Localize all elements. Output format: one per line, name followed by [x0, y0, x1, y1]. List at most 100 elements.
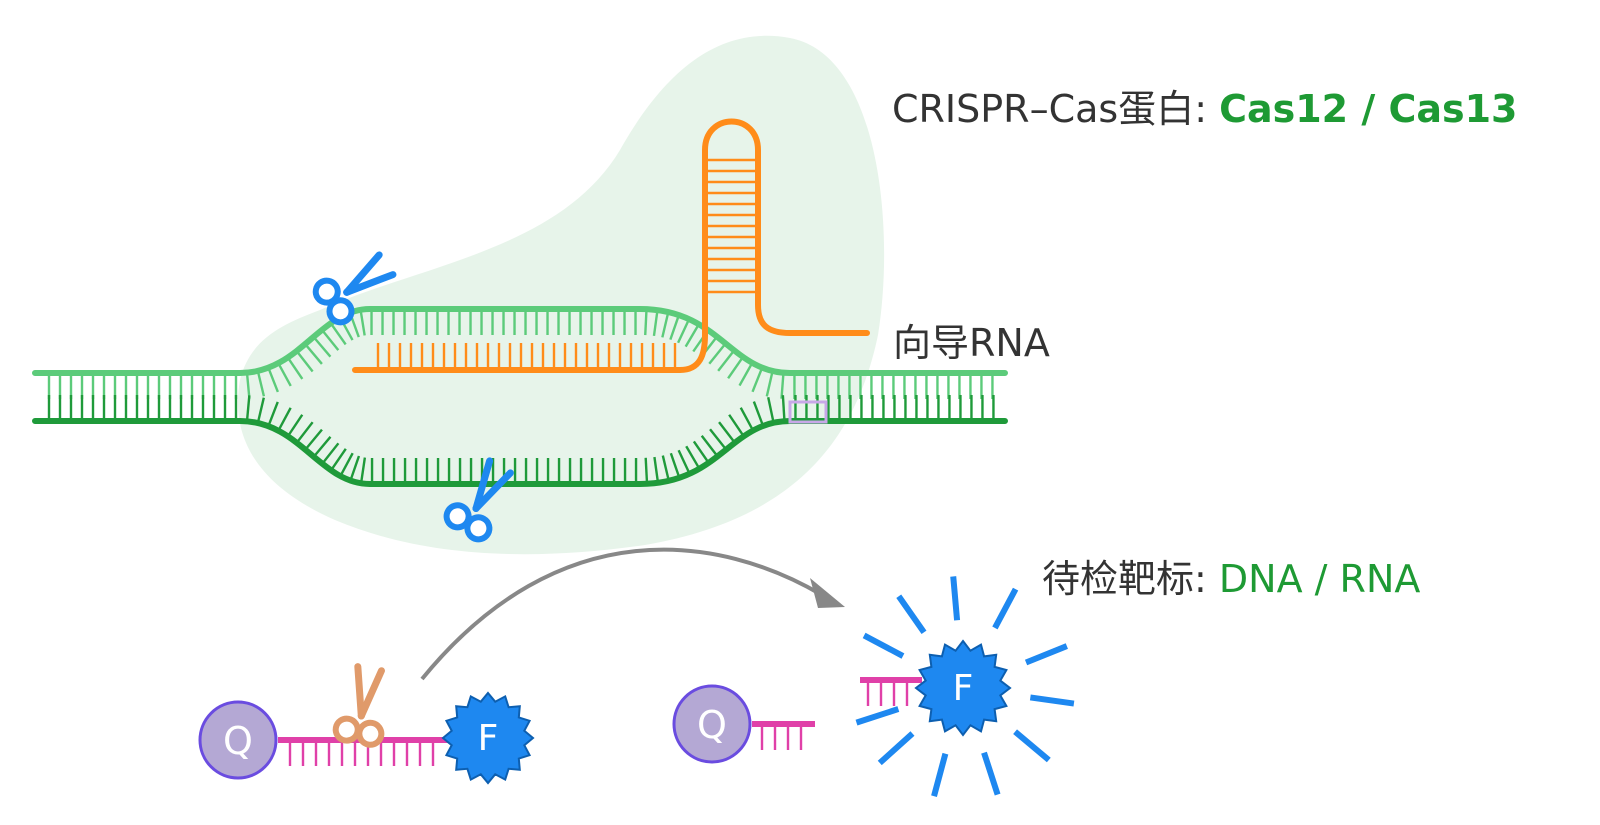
- base-tick: [677, 449, 691, 475]
- guide-rna-strand: [352, 118, 870, 373]
- base-tick: [685, 445, 701, 470]
- quencher-icon: [198, 700, 278, 780]
- quencher-label: Q: [223, 719, 253, 763]
- base-tick: [781, 395, 786, 422]
- quencher-icon: [672, 684, 752, 764]
- base-tick: [644, 309, 648, 336]
- fluorescence-ray: [931, 752, 949, 797]
- cas-protein-shape: [237, 35, 885, 555]
- scissors-icon: [443, 457, 514, 543]
- base-tick: [780, 372, 785, 399]
- base-tick: [329, 322, 347, 346]
- target-rna-label: RNA: [1339, 557, 1421, 601]
- cas-protein-label: CRISPR–Cas蛋白: Cas12 / Cas13: [892, 78, 1518, 133]
- cas-separator: /: [1348, 87, 1389, 131]
- base-tick: [256, 397, 265, 424]
- base-tick: [652, 309, 659, 337]
- base-tick: [752, 401, 765, 427]
- base-tick: [727, 356, 744, 379]
- guide-rna-bases: [376, 158, 758, 370]
- base-tick: [718, 421, 736, 444]
- dna-bottom-strand: [32, 418, 1008, 487]
- base-tick: [349, 455, 361, 481]
- target-prefix: 待检靶标:: [1042, 557, 1219, 601]
- fluorescence-ray: [981, 751, 1001, 796]
- arrow-head-icon: [810, 578, 845, 608]
- base-tick: [286, 414, 304, 438]
- base-tick: [644, 457, 649, 484]
- cas13-label: Cas13: [1388, 87, 1518, 131]
- arrow-line: [420, 547, 824, 681]
- base-tick: [277, 407, 292, 432]
- fluorophore-icon: [441, 691, 535, 785]
- base-tick: [739, 407, 755, 432]
- base-tick: [692, 440, 710, 464]
- base-tick: [312, 436, 332, 458]
- intact-reporter: Q F: [198, 663, 535, 785]
- base-tick: [267, 401, 279, 427]
- base-tick: [339, 452, 354, 477]
- dna-bottom-bases: [47, 395, 995, 484]
- dna-top-bases: [47, 309, 994, 399]
- base-tick: [661, 455, 670, 482]
- fluorescence-ray: [855, 706, 900, 726]
- base-tick: [295, 350, 314, 373]
- base-tick: [304, 343, 323, 365]
- dna-top-strand: [32, 306, 1008, 376]
- base-tick: [359, 309, 366, 336]
- fluorescence-rays: [855, 576, 1075, 797]
- scissors-icon: [312, 251, 397, 326]
- target-dna-label: DNA: [1218, 557, 1303, 601]
- base-tick: [295, 421, 314, 444]
- reporter-bases: [760, 724, 803, 750]
- base-tick: [751, 367, 764, 393]
- reporter-bases: [866, 680, 909, 706]
- fluorophore-label: F: [478, 718, 499, 759]
- fluorescence-ray: [1013, 729, 1051, 763]
- base-tick: [738, 362, 754, 387]
- base-tick: [669, 452, 681, 479]
- base-tick: [677, 318, 691, 344]
- quencher-label: Q: [697, 703, 727, 747]
- base-tick: [321, 329, 340, 351]
- base-tick: [700, 434, 719, 458]
- released-fluorophore: F: [855, 576, 1075, 797]
- base-tick: [312, 336, 332, 358]
- base-tick: [330, 448, 347, 471]
- guide-rna-label: 向导RNA: [893, 321, 1050, 365]
- base-tick: [653, 456, 660, 484]
- cleavage-arrow: [420, 547, 845, 681]
- base-tick: [709, 428, 728, 451]
- base-tick: [767, 397, 775, 423]
- base-tick: [684, 323, 700, 348]
- target-label: 待检靶标: DNA / RNA: [1042, 548, 1420, 603]
- base-tick: [661, 311, 670, 338]
- base-tick: [277, 362, 292, 387]
- fluorescence-ray: [950, 576, 961, 621]
- scissors-icon: [332, 663, 385, 748]
- base-tick: [321, 442, 340, 465]
- fluorescence-ray: [992, 587, 1019, 630]
- base-tick: [708, 342, 727, 365]
- base-tick: [304, 428, 323, 451]
- fluorescence-ray: [896, 594, 927, 635]
- fluorophore-label: F: [953, 668, 974, 709]
- base-tick: [245, 372, 251, 399]
- fluorescence-ray: [1029, 694, 1075, 707]
- pam-site: [788, 400, 828, 424]
- base-tick: [245, 395, 251, 422]
- base-tick: [728, 414, 745, 437]
- cas-prefix: CRISPR–Cas蛋白:: [892, 87, 1220, 131]
- guide-rna: [352, 118, 870, 373]
- base-tick: [669, 314, 681, 341]
- fluorescence-ray: [862, 632, 905, 659]
- base-tick: [359, 457, 367, 484]
- reporter-bases: [288, 740, 435, 766]
- target-separator: /: [1302, 557, 1340, 601]
- fluorescence-ray: [1024, 643, 1068, 666]
- cas12-label: Cas12: [1219, 87, 1349, 131]
- base-tick: [256, 370, 266, 397]
- cleaved-quencher-fragment: Q: [672, 684, 815, 764]
- fluorophore-icon: [914, 639, 1012, 737]
